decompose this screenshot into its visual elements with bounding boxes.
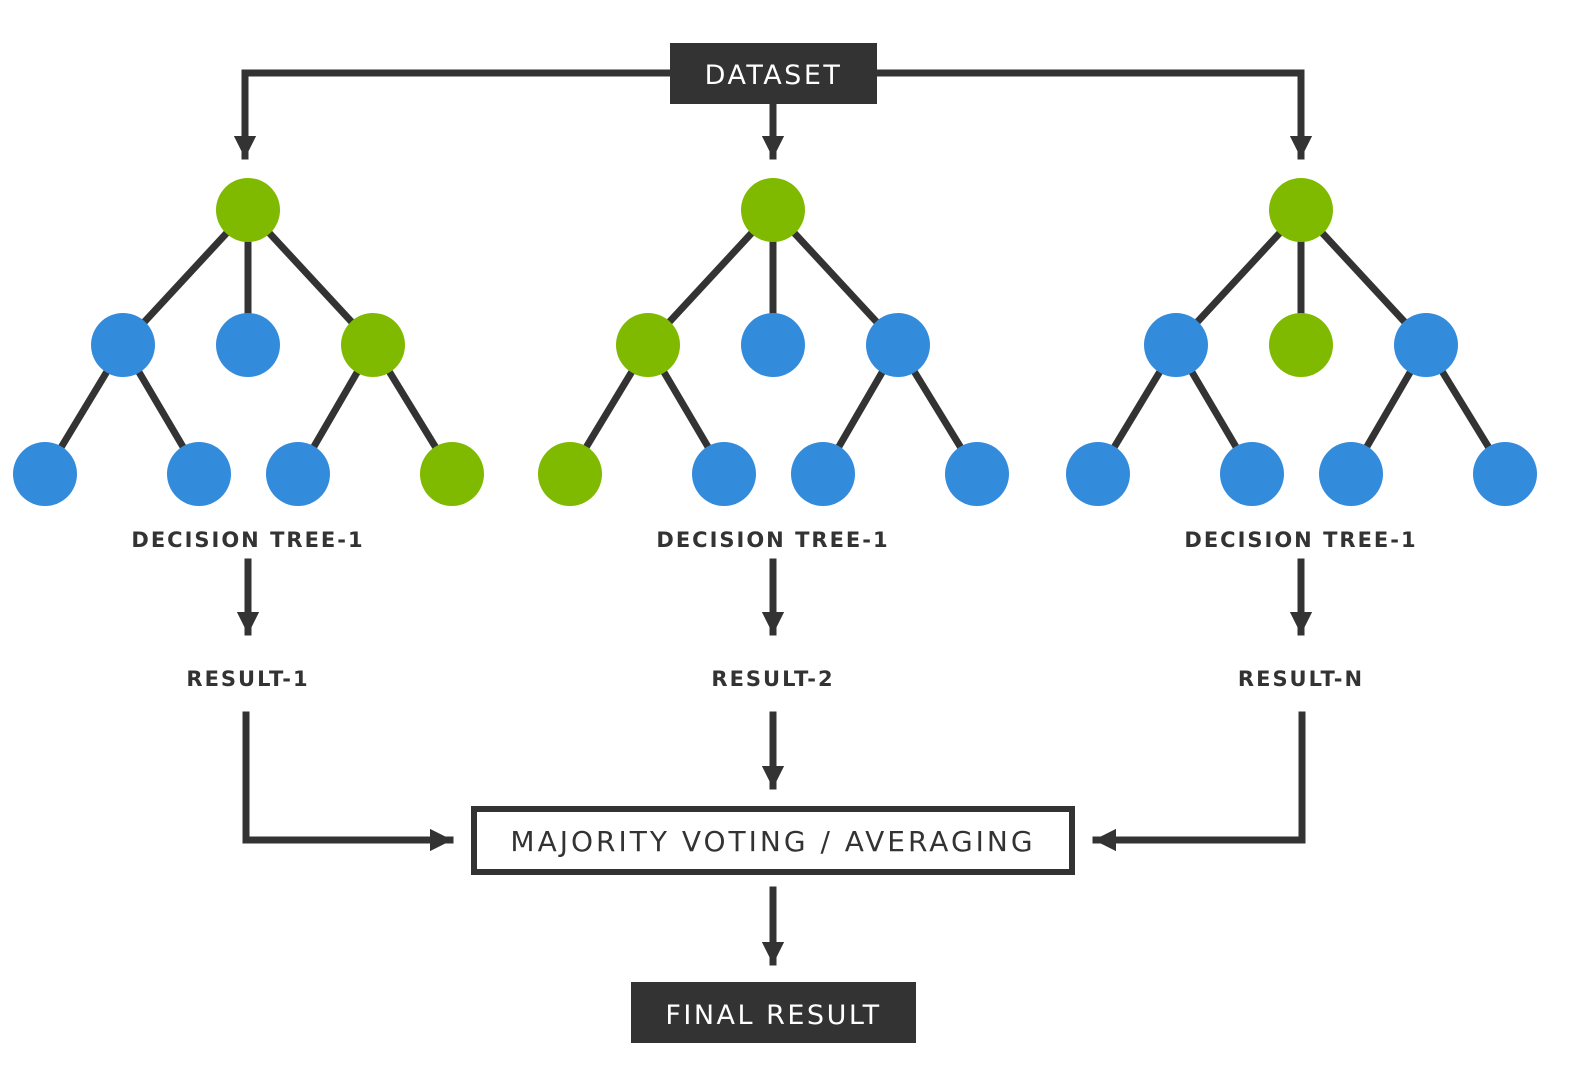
decision-tree-2: [538, 178, 1009, 506]
level1-node: [741, 313, 805, 377]
root-node: [216, 178, 280, 242]
result-label-3: RESULT-N: [1238, 667, 1364, 691]
tree-label-1: DECISION TREE-1: [131, 528, 364, 552]
decision-tree-1: [13, 178, 484, 506]
result-3-to-aggregation-connector: [1092, 711, 1306, 852]
level1-node: [1269, 313, 1333, 377]
final-result-box: [631, 982, 916, 1043]
level1-node: [341, 313, 405, 377]
tree-label-3: DECISION TREE-1: [1184, 528, 1417, 552]
tree-label-2: DECISION TREE-1: [656, 528, 889, 552]
dataset-to-tree-3-connector: [873, 69, 1313, 160]
leaf-node: [791, 442, 855, 506]
dataset-label: DATASET: [705, 60, 843, 91]
root-node: [1269, 178, 1333, 242]
level1-node: [91, 313, 155, 377]
dataset-to-tree-1-connector: [233, 69, 674, 160]
result-1-to-aggregation-connector: [242, 711, 454, 852]
tree-nodes: [13, 178, 484, 506]
tree-nodes: [1066, 178, 1537, 506]
leaf-node: [13, 442, 77, 506]
root-node: [741, 178, 805, 242]
leaf-node: [1473, 442, 1537, 506]
result-label-2: RESULT-2: [711, 667, 834, 691]
leaf-node: [167, 442, 231, 506]
final-result-label: FINAL RESULT: [665, 1000, 881, 1031]
level1-node: [1144, 313, 1208, 377]
aggregation-box: [471, 806, 1075, 875]
dataset-box: [670, 43, 877, 104]
leaf-node: [266, 442, 330, 506]
tree-nodes: [538, 178, 1009, 506]
leaf-node: [1220, 442, 1284, 506]
level1-node: [616, 313, 680, 377]
decision-tree-3: [1066, 178, 1537, 506]
result-label-1: RESULT-1: [186, 667, 309, 691]
level1-node: [216, 313, 280, 377]
leaf-node: [945, 442, 1009, 506]
level1-node: [1394, 313, 1458, 377]
leaf-node: [538, 442, 602, 506]
leaf-node: [1066, 442, 1130, 506]
level1-node: [866, 313, 930, 377]
leaf-node: [420, 442, 484, 506]
aggregation-label: MAJORITY VOTING / AVERAGING: [510, 825, 1035, 858]
leaf-node: [1319, 442, 1383, 506]
leaf-node: [692, 442, 756, 506]
